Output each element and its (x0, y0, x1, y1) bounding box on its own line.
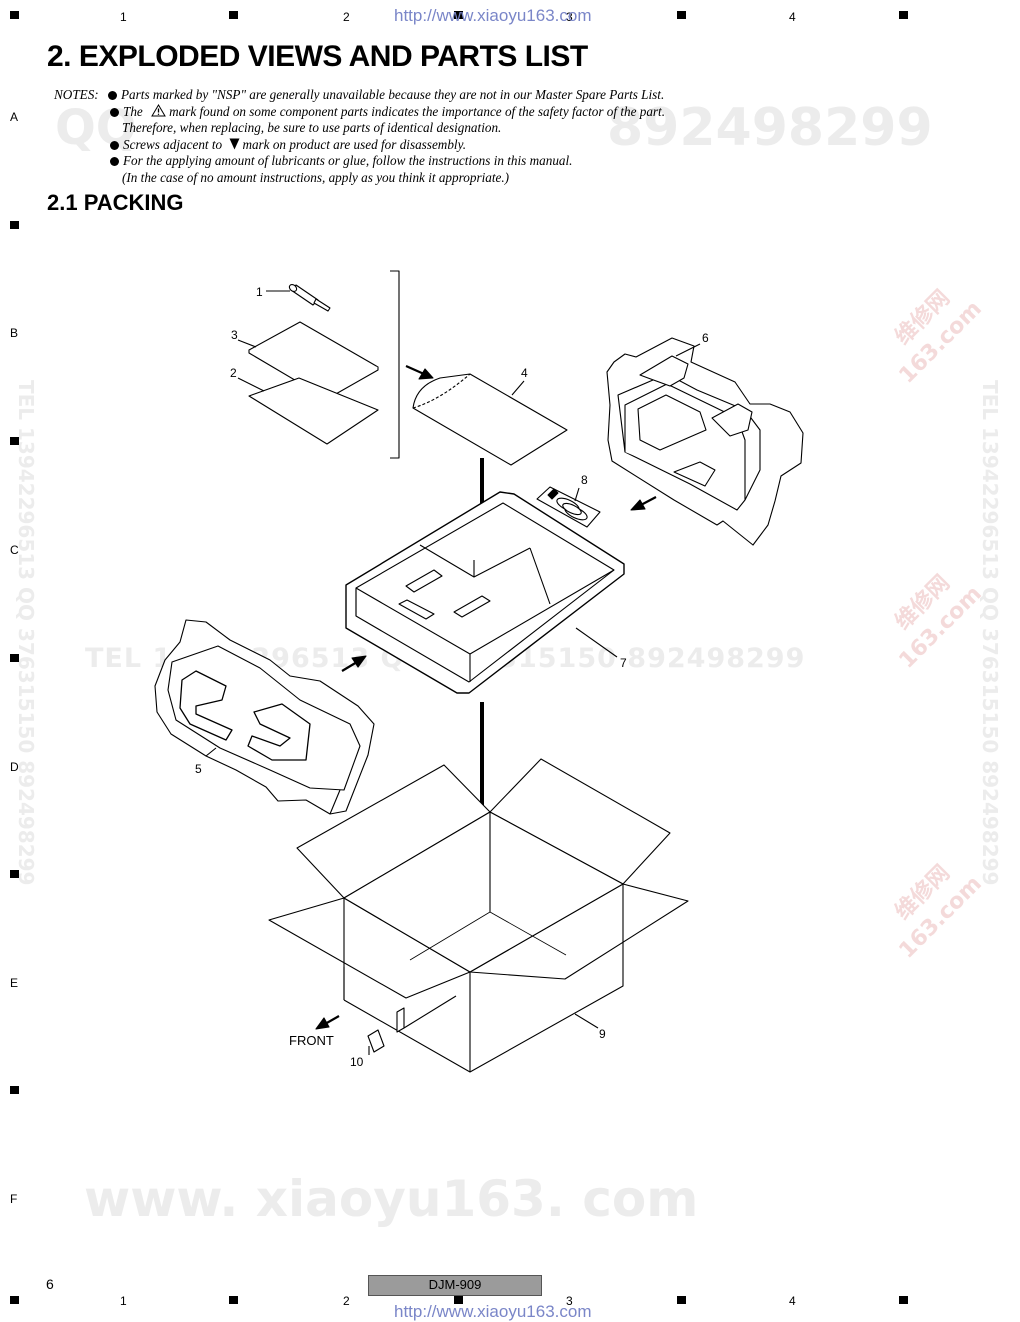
grid-marker (10, 1296, 19, 1304)
warning-triangle-icon (151, 103, 166, 117)
page-number: 6 (46, 1276, 54, 1292)
grid-letter-e: E (10, 976, 19, 990)
callout-5: 5 (195, 762, 202, 776)
watermark-qq-left: QQ (55, 100, 137, 156)
part-6-foam-right (606, 337, 804, 546)
grid-letter-b: B (10, 326, 19, 340)
grid-number-3: 3 (566, 10, 573, 24)
part-9-carton (268, 758, 689, 1073)
grid-marker (899, 11, 908, 19)
footer-url-link[interactable]: http://www.xiaoyu163.com (394, 1302, 592, 1321)
note-4b: (In the case of no amount instructions, … (122, 169, 510, 185)
note-3a: Screws adjacent to (123, 136, 223, 152)
note-2b: mark found on some component parts indic… (169, 103, 666, 119)
callout-9: 9 (599, 1027, 606, 1041)
screw-down-triangle-icon (229, 138, 240, 150)
part-4-bag (405, 364, 568, 466)
callout-6: 6 (702, 331, 709, 345)
grid-letter-f: F (10, 1192, 18, 1206)
notes-label: NOTES: (54, 87, 99, 102)
grid-number-4: 4 (789, 10, 796, 24)
grid-marker (10, 870, 19, 878)
grid-marker (229, 11, 238, 19)
callout-10: 10 (350, 1055, 364, 1069)
arrow-to-foam-right (630, 496, 657, 511)
note-1: Parts marked by "NSP" are generally unav… (121, 87, 665, 102)
notes-block: NOTES: Parts marked by "NSP" are general… (54, 87, 665, 187)
grid-marker (677, 1296, 686, 1304)
callout-7: 7 (620, 656, 627, 670)
grid-marker (10, 437, 19, 445)
callout-8: 8 (581, 473, 588, 487)
grid-letter-a: A (10, 110, 19, 124)
part-8-cable (536, 486, 601, 528)
note-3b: mark on product are used for disassembly… (242, 136, 466, 152)
grid-number-1: 1 (120, 10, 127, 24)
grid-letter-d: D (10, 760, 19, 774)
footer-grid-number-1: 1 (120, 1294, 127, 1308)
grid-marker (454, 11, 463, 19)
watermark-site: www. xiaoyu163. com (84, 1170, 699, 1228)
callout-4: 4 (521, 366, 528, 380)
part-2-sheet (237, 377, 379, 445)
note-2a: The (123, 103, 143, 119)
bullet-icon (110, 107, 119, 117)
bullet-icon (110, 157, 119, 167)
bullet-icon (108, 91, 117, 100)
note-4a: For the applying amount of lubricants or… (123, 153, 573, 169)
grid-marker (677, 11, 686, 19)
footer-grid-number-4: 4 (789, 1294, 796, 1308)
callout-3: 3 (231, 328, 238, 342)
accessory-bracket (390, 270, 400, 459)
front-arrow (315, 1015, 340, 1030)
grid-number-2: 2 (343, 10, 350, 24)
grid-letter-c: C (10, 543, 19, 557)
grid-marker (229, 1296, 238, 1304)
footer-grid-number-3: 3 (566, 1294, 573, 1308)
grid-marker (10, 11, 19, 19)
grid-marker (10, 654, 19, 662)
part-5-foam-left (154, 619, 375, 815)
arrow-to-foam-left (341, 655, 367, 672)
grid-marker (899, 1296, 908, 1304)
callout-2: 2 (230, 366, 237, 380)
grid-marker (10, 221, 19, 229)
note-2c: Therefore, when replacing, be sure to us… (122, 120, 502, 136)
footer-grid-number-2: 2 (343, 1294, 350, 1308)
callout-1: 1 (256, 285, 263, 299)
grid-marker (10, 1086, 19, 1094)
page-title: 2. EXPLODED VIEWS AND PARTS LIST (47, 40, 588, 73)
section-heading: 2.1 PACKING (47, 190, 184, 215)
bullet-icon (110, 140, 119, 150)
part-1-pin (266, 284, 331, 312)
model-label: DJM-909 (368, 1275, 542, 1296)
grid-marker (454, 1296, 463, 1304)
watermark-qq-right: 892498299 (607, 98, 933, 158)
header-url-link[interactable]: http://www.xiaoyu163.com (394, 6, 592, 25)
part-7-unit (345, 491, 625, 694)
front-label: FRONT (289, 1033, 334, 1048)
